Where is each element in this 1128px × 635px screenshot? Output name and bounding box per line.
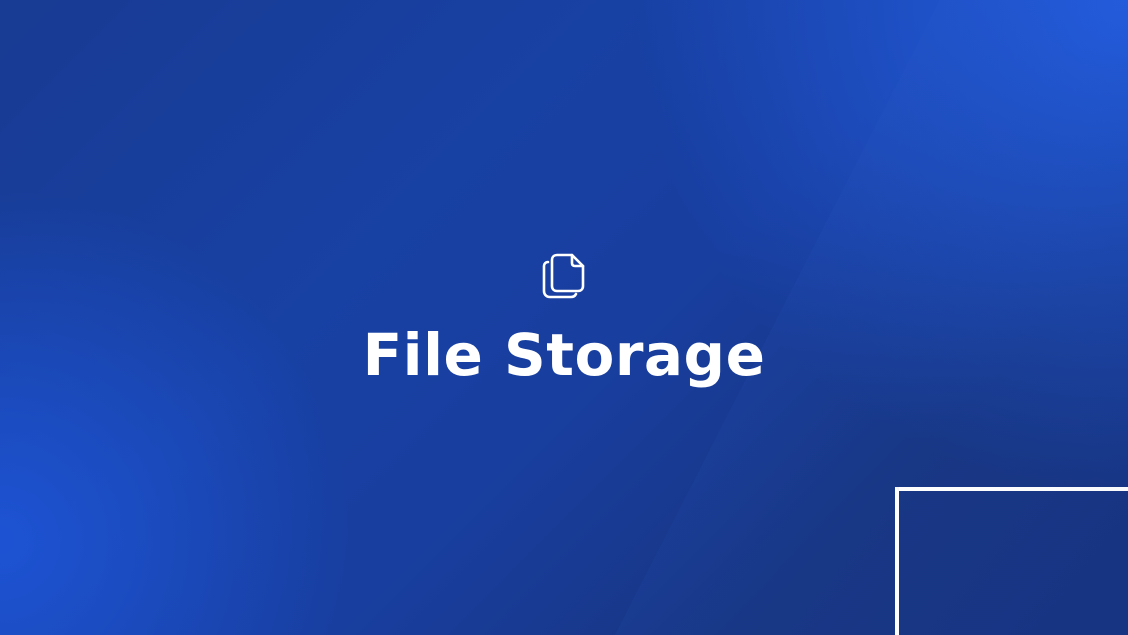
copy-files-icon: [540, 251, 588, 301]
decorative-corner-frame: [895, 487, 1128, 635]
slide-title: File Storage: [362, 321, 766, 389]
